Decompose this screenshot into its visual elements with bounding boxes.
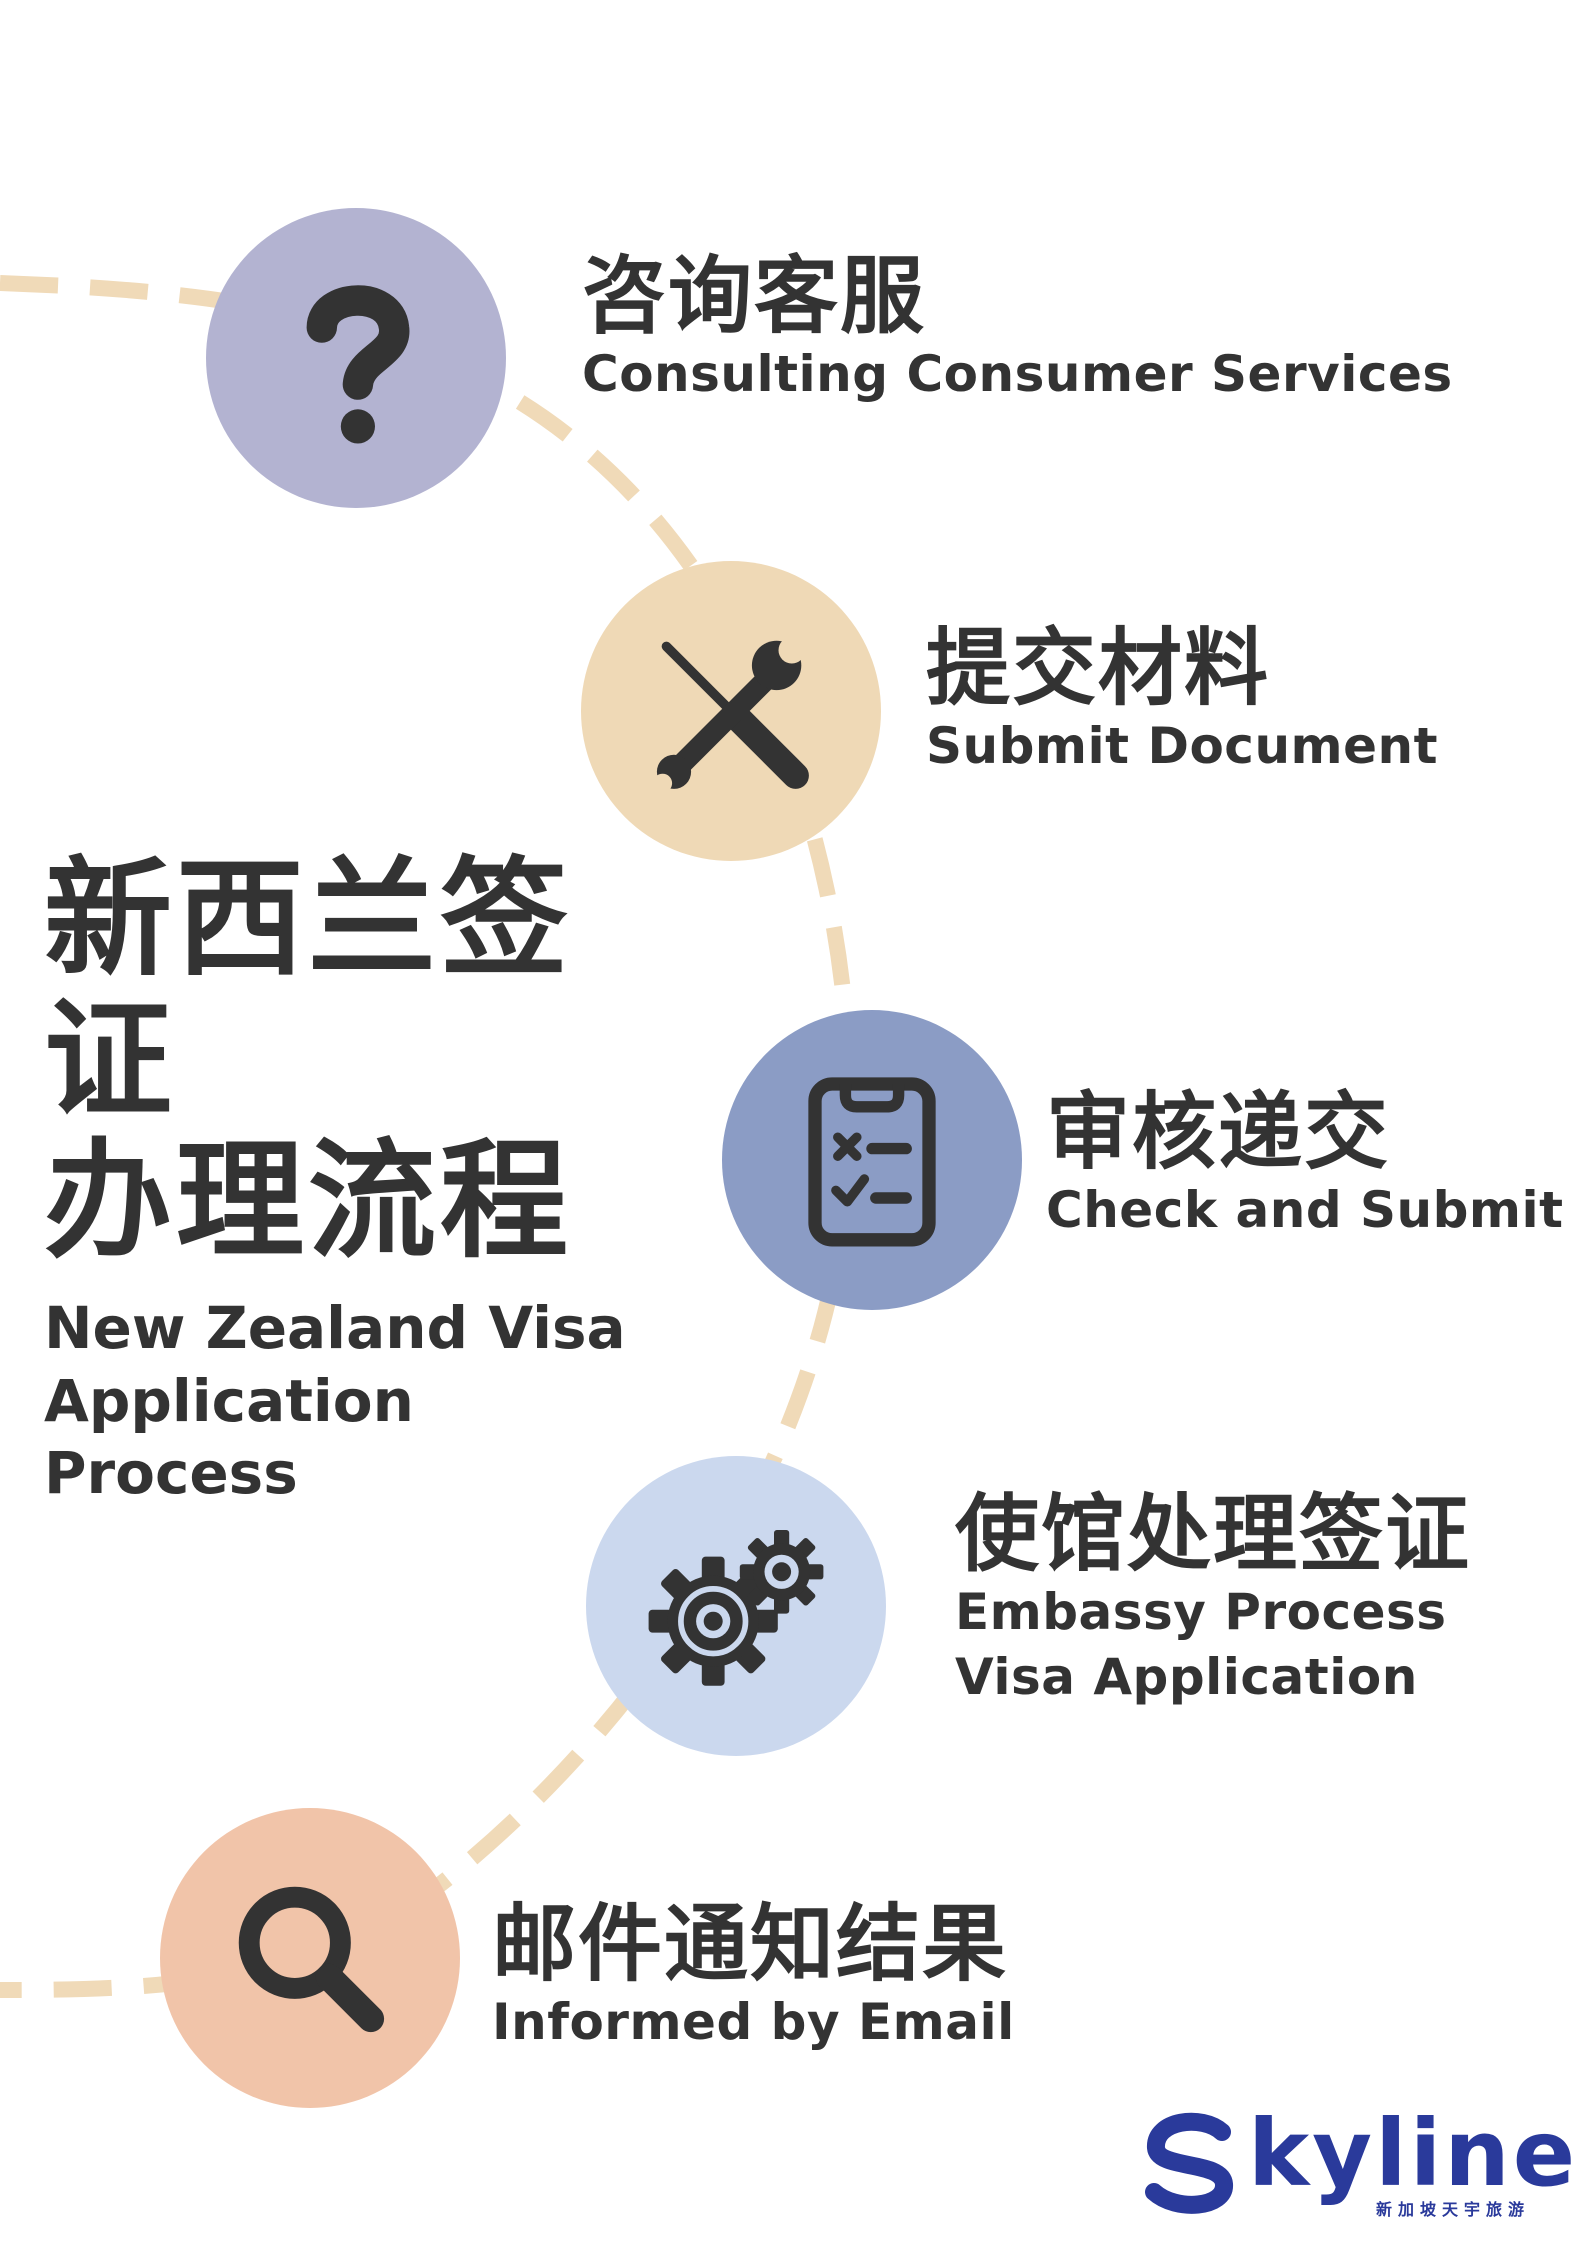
step-1-title-zh: 咨询客服 xyxy=(582,247,927,345)
tools-icon xyxy=(653,636,809,793)
step-1-circle xyxy=(206,208,506,508)
step-1-title-en: Consulting Consumer Services xyxy=(582,345,1453,404)
page-title-zh: 新西兰签证 办理流程 xyxy=(44,845,573,1276)
skyline-logo: kyline 新加坡天宇旅游 xyxy=(1140,2108,1575,2219)
question-mark-icon xyxy=(306,285,410,444)
page-title-en: New Zealand Visa Application Process xyxy=(44,1294,626,1508)
step-3-circle xyxy=(722,1010,1022,1310)
step-2-title-en: Submit Document xyxy=(926,717,1439,776)
main-title-block: 新西兰签证 办理流程 New Zealand Visa Application … xyxy=(44,845,684,1510)
step-3-title-zh: 审核递交 xyxy=(1046,1083,1391,1181)
step-2-circle xyxy=(581,561,881,861)
step-2-title-zh: 提交材料 xyxy=(926,619,1271,717)
logo-s-swirl-icon xyxy=(1145,2112,1233,2214)
step-3-text: 审核递交 Check and Submit xyxy=(1046,1086,1564,1243)
logo-wordmark: kyline xyxy=(1248,2100,1579,2207)
step-2-text: 提交材料 Submit Document xyxy=(926,622,1438,779)
step-3-title-en: Check and Submit xyxy=(1046,1181,1564,1240)
checklist-icon xyxy=(808,1077,936,1247)
gears-icon xyxy=(648,1530,824,1686)
step-5-text: 邮件通知结果 Informed by Email xyxy=(492,1898,1015,2055)
step-5-circle xyxy=(160,1808,460,2108)
step-1-text: 咨询客服 Consulting Consumer Services xyxy=(582,250,1453,407)
step-5-title-en: Informed by Email xyxy=(492,1993,1015,2052)
magnifier-icon xyxy=(238,1886,385,2033)
step-4-title-en: Embassy Process Visa Application xyxy=(955,1583,1447,1707)
logo-subtitle: 新加坡天宇旅游 xyxy=(1376,2200,1531,2219)
step-4-circle xyxy=(586,1456,886,1756)
step-4-text: 使馆处理签证 Embassy Process Visa Application xyxy=(955,1488,1471,1710)
step-5-title-zh: 邮件通知结果 xyxy=(492,1895,1009,1993)
step-4-title-zh: 使馆处理签证 xyxy=(955,1485,1472,1583)
